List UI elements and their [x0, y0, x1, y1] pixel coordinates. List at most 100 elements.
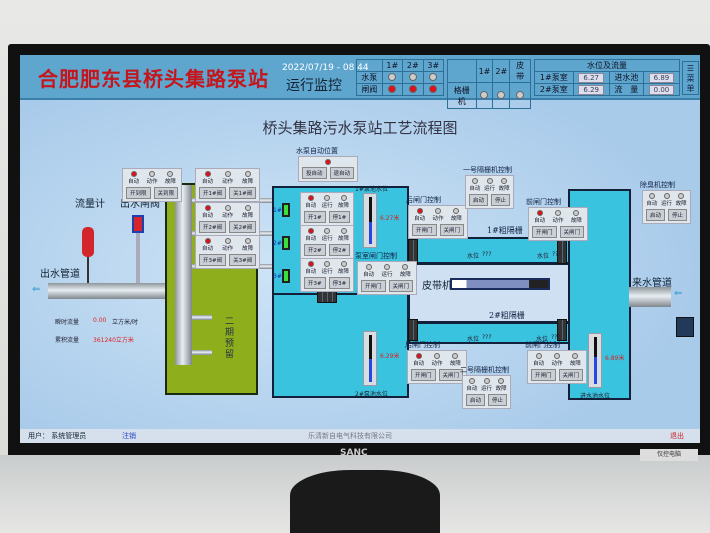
status-label: 自动	[305, 203, 317, 209]
status-lamp-icon	[340, 261, 347, 267]
control-button[interactable]: 开2#	[304, 244, 326, 256]
control-button[interactable]: 开1#阀	[199, 187, 227, 199]
grille-lamp	[497, 90, 506, 99]
control-button[interactable]: 开1#	[304, 211, 326, 223]
status-indicator: 运行	[322, 261, 333, 275]
status-lamp-icon	[452, 353, 459, 359]
gauge-value: 6.29米	[380, 353, 400, 360]
control-button[interactable]: 开闸门	[531, 369, 556, 381]
control-button[interactable]: 关闸门	[388, 280, 414, 292]
outlet-valve-label: 出水闸阀	[120, 199, 160, 210]
control-button[interactable]: 关2#阀	[229, 221, 257, 233]
menu-button[interactable]: ☰菜单	[682, 61, 699, 95]
control-button[interactable]: 开闸门	[411, 369, 436, 381]
status-lamp-icon	[483, 378, 490, 384]
outlet-valve-icon[interactable]	[132, 215, 144, 233]
status-label: 运行	[661, 201, 673, 207]
control-button[interactable]: 关闸门	[439, 224, 465, 236]
control-panel: 自动动作故障开到限关到限	[122, 168, 183, 202]
control-button[interactable]: 停止	[488, 394, 508, 406]
inflow-arrow-icon: ⇐	[674, 288, 683, 299]
status-label: 自动	[305, 236, 317, 242]
control-panel: 自动动作故障开闸门关闸门	[408, 205, 469, 239]
status-indicator: 故障	[242, 238, 253, 252]
control-button[interactable]: 停2#	[328, 244, 351, 256]
status-indicator: 故障	[450, 353, 461, 367]
control-button[interactable]: 启动	[646, 209, 666, 221]
control-button[interactable]: 关闸门	[438, 369, 464, 381]
belt-label: 皮带机	[422, 281, 452, 292]
flowmeter-stem	[87, 257, 89, 283]
panel-title: 后闸门控制	[406, 196, 441, 204]
pump-2-icon[interactable]	[282, 236, 290, 250]
status-indicator: 运行	[661, 193, 672, 207]
status-lamp-icon	[340, 195, 347, 201]
control-button[interactable]: 停止	[491, 194, 511, 206]
belt-conveyor-icon[interactable]	[450, 278, 550, 290]
status-label: 动作	[551, 361, 563, 367]
inlet-label: 进水池	[608, 71, 644, 84]
status-lamp-icon	[244, 171, 251, 177]
control-button[interactable]: 关闸门	[558, 369, 584, 381]
exit-link[interactable]: 退出	[670, 432, 684, 440]
control-button[interactable]: 停3#	[328, 277, 351, 289]
pump-1-icon[interactable]	[282, 203, 290, 217]
manifold-pipe	[175, 185, 192, 365]
control-button[interactable]: 开闸门	[361, 280, 386, 292]
status-indicator: 运行	[322, 195, 333, 209]
control-button[interactable]: 关闸门	[559, 226, 585, 238]
control-button[interactable]: 开3#	[304, 277, 326, 289]
control-button[interactable]: 开到限	[126, 187, 151, 199]
status-indicator: 动作	[222, 205, 233, 219]
side-device-icon[interactable]	[676, 317, 694, 337]
control-button[interactable]: 关1#阀	[229, 187, 257, 199]
control-button[interactable]: 关3#阀	[229, 254, 257, 266]
inlet-pipe	[629, 287, 671, 307]
monitor-stand	[290, 470, 440, 533]
gauge-track	[369, 335, 372, 382]
water-level-value: ???	[482, 334, 492, 341]
flowmeter-icon[interactable]	[82, 227, 94, 257]
status-lamp-icon	[435, 208, 441, 214]
page-title: 桥头集路污水泵站工艺流程图	[262, 119, 458, 137]
outflow-arrow-icon: ⇐	[32, 284, 41, 295]
status-label: 自动	[202, 246, 214, 252]
pump-3-icon[interactable]	[282, 269, 290, 283]
water-level-label: 水位	[467, 253, 480, 260]
status-lamp-icon	[501, 178, 508, 184]
status-label: 运行	[484, 186, 496, 192]
control-button[interactable]: 开2#阀	[199, 221, 227, 233]
control-button[interactable]: 开3#阀	[199, 254, 227, 266]
water-level-label: 水位	[467, 336, 480, 343]
status-lamp-icon	[536, 210, 543, 216]
control-button[interactable]: 投自动	[302, 167, 327, 179]
logout-link[interactable]: 注销	[122, 432, 136, 440]
control-button[interactable]: 启动	[469, 194, 489, 206]
control-button[interactable]: 停止	[668, 209, 688, 221]
control-button[interactable]: 启动	[466, 394, 486, 406]
control-button[interactable]: 开闸门	[532, 226, 557, 238]
status-label: 运行	[481, 386, 493, 392]
total-flow-label: 累积流量	[55, 337, 80, 344]
company-name: 乐清新自电气科技有限公司	[308, 432, 392, 440]
status-indicator: 自动	[305, 228, 316, 242]
status-lamp-icon	[572, 353, 579, 359]
flowmeter-label: 流量计	[75, 199, 105, 210]
status-indicator: 自动	[414, 208, 425, 222]
grille-lamp	[516, 90, 525, 99]
control-button[interactable]: 开闸门	[412, 224, 437, 236]
control-button[interactable]: 停1#	[328, 211, 351, 223]
status-lamp-icon	[555, 210, 561, 216]
status-label: 故障	[242, 213, 254, 219]
status-lamp-icon	[204, 238, 211, 244]
control-button[interactable]: 退自动	[329, 167, 355, 179]
gauge-value: 6.27米	[380, 215, 400, 222]
panel-title: 二号隔栅机控制	[460, 366, 509, 374]
status-lamp-icon	[324, 195, 331, 201]
status-label: 动作	[222, 179, 234, 185]
control-button[interactable]: 关到限	[153, 187, 179, 199]
panel-title: 水泵自动位置	[296, 147, 338, 155]
status-label: 运行	[321, 236, 333, 242]
status-indicator: 动作	[222, 171, 233, 185]
water-level-value: ???	[552, 251, 562, 258]
